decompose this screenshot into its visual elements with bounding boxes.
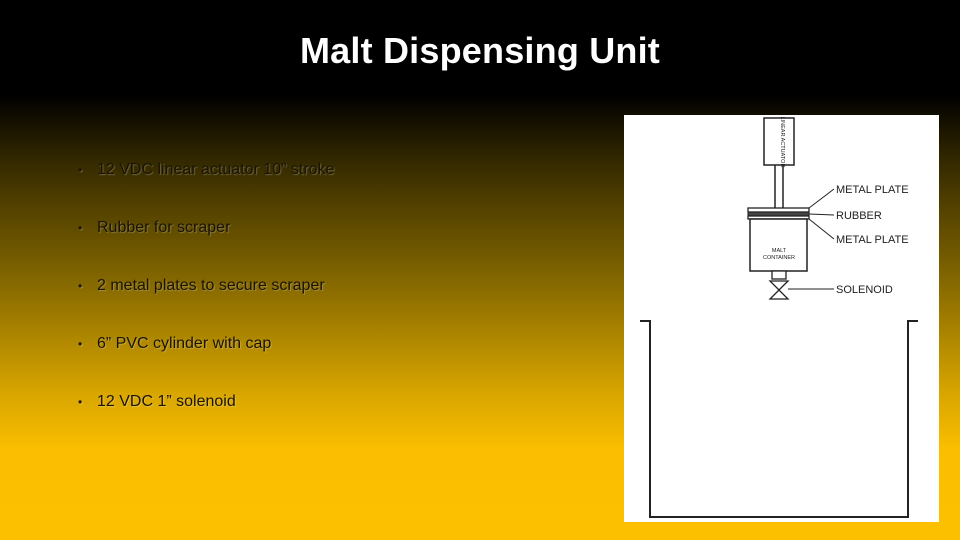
bullet-item: • 12 VDC 1” solenoid [78, 388, 334, 446]
diagram-svg: LINEAR ACTUATOR MALT CONTAINER METAL PLA… [640, 117, 918, 518]
bullet-text: 12 VDC 1” solenoid [97, 393, 236, 410]
bullet-text: 2 metal plates to secure scraper [97, 277, 325, 294]
callout-metal-plate-top: METAL PLATE [836, 184, 909, 196]
actuator-box [763, 117, 795, 166]
callout-metal-plate-bottom: METAL PLATE [836, 234, 909, 246]
bullet-dot-icon: • [78, 163, 83, 177]
malt-container [749, 218, 808, 272]
bullet-item: • Rubber for scraper [78, 214, 334, 272]
solenoid-valve-icon [768, 280, 790, 300]
bullet-text: 6” PVC cylinder with cap [97, 335, 272, 352]
bullet-item: • 6” PVC cylinder with cap [78, 330, 334, 388]
bullet-list: • 12 VDC linear actuator 10” stroke • Ru… [78, 156, 334, 446]
bullet-dot-icon: • [78, 279, 83, 293]
bullet-dot-icon: • [78, 395, 83, 409]
container-label-line2: CONTAINER [763, 255, 795, 261]
brew-vessel [640, 320, 918, 518]
container-label-line1: MALT [772, 248, 787, 254]
callout-rubber: RUBBER [836, 210, 882, 222]
bullet-item: • 12 VDC linear actuator 10” stroke [78, 156, 334, 214]
bullet-text: Rubber for scraper [97, 219, 231, 236]
callout-line-metal-bottom [808, 218, 835, 240]
bullet-dot-icon: • [78, 221, 83, 235]
callout-line-metal-top [808, 188, 835, 209]
dispensing-unit-diagram: LINEAR ACTUATOR MALT CONTAINER METAL PLA… [624, 115, 939, 522]
actuator-label: LINEAR ACTUATOR [779, 117, 785, 168]
bullet-item: • 2 metal plates to secure scraper [78, 272, 334, 330]
slide-title: Malt Dispensing Unit [299, 30, 660, 71]
metal-plate-top [747, 207, 810, 213]
callout-solenoid: SOLENOID [836, 284, 893, 296]
solenoid-body [771, 270, 787, 280]
bullet-text: 12 VDC linear actuator 10” stroke [97, 161, 335, 178]
bullet-dot-icon: • [78, 337, 83, 351]
callout-line-rubber [808, 213, 835, 216]
